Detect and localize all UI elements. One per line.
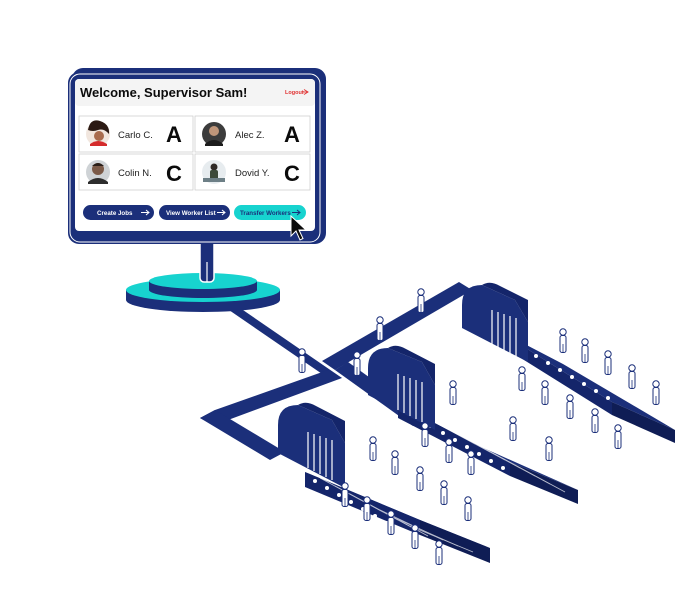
worker-figure bbox=[417, 288, 425, 313]
conveyor-line-3 bbox=[278, 402, 490, 563]
worker-figure bbox=[652, 380, 660, 405]
dashboard-header bbox=[75, 79, 315, 106]
avatar-dovid bbox=[202, 160, 226, 184]
worker-card-alec[interactable]: Alec Z. A bbox=[194, 115, 311, 153]
worker-grade: A bbox=[284, 122, 300, 147]
worker-name: Alec Z. bbox=[235, 130, 265, 141]
logout-label[interactable]: Logout bbox=[285, 90, 304, 96]
worker-figure bbox=[435, 540, 443, 565]
avatar-carlo bbox=[86, 120, 110, 146]
worker-figure bbox=[449, 380, 457, 405]
worker-name: Dovid Y. bbox=[235, 168, 270, 179]
supervisor-platform bbox=[126, 273, 280, 312]
worker-figure bbox=[581, 338, 589, 363]
worker-card-grid: Carlo C. A Alec Z. A bbox=[78, 115, 311, 191]
view-worker-list-label: View Worker List bbox=[166, 210, 216, 217]
exit-arrow-icon bbox=[303, 89, 309, 95]
worker-figure bbox=[604, 350, 612, 375]
worker-figure bbox=[298, 348, 306, 373]
dashboard-monitor: Welcome, Supervisor Sam! Logout Carlo C. bbox=[68, 68, 326, 244]
worker-figure bbox=[376, 316, 384, 341]
worker-figure bbox=[391, 450, 399, 475]
worker-grade: A bbox=[166, 122, 182, 147]
worker-figure bbox=[416, 466, 424, 491]
dashboard-title: Welcome, Supervisor Sam! bbox=[80, 85, 247, 100]
worker-figure bbox=[369, 436, 377, 461]
worker-figure bbox=[440, 480, 448, 505]
worker-figure bbox=[559, 328, 567, 353]
worker-name: Colin N. bbox=[118, 168, 152, 179]
worker-figure bbox=[509, 416, 517, 441]
worker-figure bbox=[467, 450, 475, 475]
worker-figure bbox=[628, 364, 636, 389]
avatar-alec bbox=[202, 122, 226, 146]
arrow-right-icon bbox=[292, 209, 301, 216]
worker-figure bbox=[541, 380, 549, 405]
worker-figure bbox=[445, 438, 453, 463]
worker-figure bbox=[518, 366, 526, 391]
transfer-workers-button[interactable]: Transfer Workers bbox=[234, 205, 306, 220]
worker-figure bbox=[464, 496, 472, 521]
worker-card-colin[interactable]: Colin N. C bbox=[78, 153, 194, 191]
worker-card-carlo[interactable]: Carlo C. A bbox=[78, 115, 194, 153]
view-worker-list-button[interactable]: View Worker List bbox=[159, 205, 230, 220]
worker-figure bbox=[614, 424, 622, 449]
worker-figure bbox=[341, 482, 349, 507]
worker-grade: C bbox=[166, 161, 182, 186]
worker-figure bbox=[363, 496, 371, 521]
avatar-colin bbox=[86, 160, 110, 184]
conveyor-line-1 bbox=[462, 282, 675, 443]
arrow-right-icon bbox=[141, 209, 150, 216]
conveyor-line-2 bbox=[368, 345, 578, 504]
worker-figure bbox=[353, 351, 361, 376]
worker-name: Carlo C. bbox=[118, 130, 153, 141]
create-jobs-label: Create Jobs bbox=[97, 210, 133, 217]
worker-figure bbox=[566, 394, 574, 419]
logout-link[interactable]: Logout bbox=[285, 89, 309, 97]
worker-card-dovid[interactable]: Dovid Y. C bbox=[194, 153, 311, 191]
transfer-workers-label: Transfer Workers bbox=[240, 210, 291, 217]
create-jobs-button[interactable]: Create Jobs bbox=[83, 205, 154, 220]
worker-figures bbox=[298, 288, 660, 565]
arrow-right-icon bbox=[217, 209, 226, 216]
worker-grade: C bbox=[284, 161, 300, 186]
worker-figure bbox=[591, 408, 599, 433]
worker-figure bbox=[387, 510, 395, 535]
worker-figure bbox=[411, 524, 419, 549]
mouse-pointer-icon bbox=[290, 214, 308, 241]
worker-figure bbox=[421, 422, 429, 447]
worker-figure bbox=[545, 436, 553, 461]
